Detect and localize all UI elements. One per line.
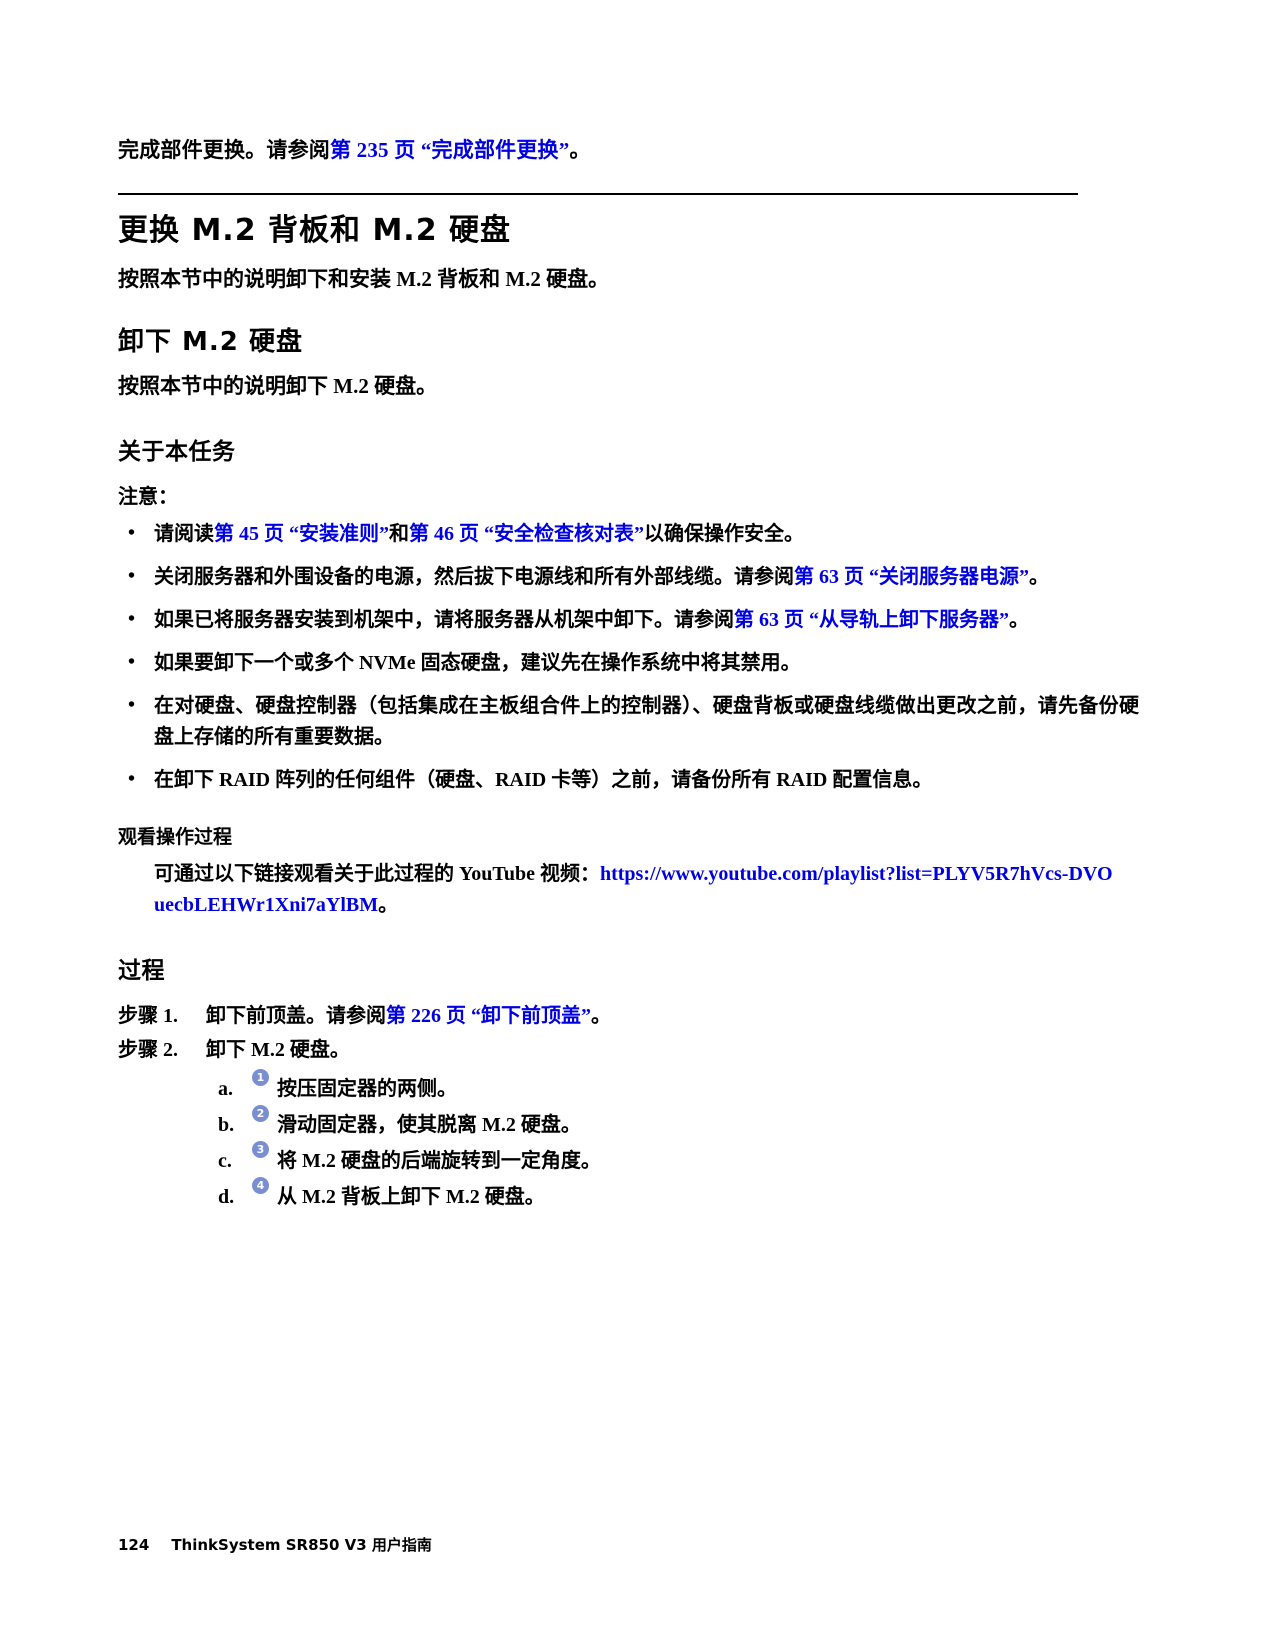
note-item: 如果已将服务器安装到机架中，请将服务器从机架中卸下。请参阅第 63 页 “从导轨… [118, 604, 1139, 636]
text-run: 。 [1009, 609, 1029, 631]
step-text: 卸下前顶盖。请参阅第 226 页 “卸下前顶盖”。 [206, 999, 611, 1033]
attention-notes-list: 请阅读第 45 页 “安装准则”和第 46 页 “安全检查核对表”以确保操作安全… [118, 518, 1139, 796]
substep-row: a. 1 按压固定器的两侧。 [218, 1069, 1118, 1107]
cross-reference-link[interactable]: 第 63 页 “关闭服务器电源” [794, 566, 1029, 588]
text-run: 如果已将服务器安装到机架中，请将服务器从机架中卸下。请参阅 [154, 609, 734, 631]
section-heading: 更换 M.2 背板和 M.2 硬盘 [118, 213, 512, 248]
page-footer: 124 ThinkSystem SR850 V3 用户指南 [118, 1534, 432, 1555]
watch-procedure-heading: 观看操作过程 [118, 827, 233, 848]
section-divider [118, 193, 1078, 195]
substep-text: 滑动固定器，使其脱离 M.2 硬盘。 [277, 1114, 581, 1136]
substep-row: b. 2 滑动固定器，使其脱离 M.2 硬盘。 [218, 1105, 1118, 1143]
step-label: 步骤 2. [118, 1039, 178, 1061]
about-task-heading: 关于本任务 [118, 439, 236, 464]
substep-label: c. [218, 1150, 232, 1172]
text-run: 卸下 M.2 硬盘。 [206, 1039, 350, 1061]
procedure-steps: 步骤 1. 卸下前顶盖。请参阅第 226 页 “卸下前顶盖”。步骤 2. 卸下 M.… [118, 999, 1118, 1215]
attention-label: 注意： [118, 486, 178, 508]
substep-text: 从 M.2 背板上卸下 M.2 硬盘。 [277, 1186, 545, 1208]
video-text-prefix: 可通过以下链接观看关于此过程的 YouTube 视频： [154, 863, 600, 885]
step-text: 卸下 M.2 硬盘。 [206, 1033, 350, 1067]
subsection-description: 按照本节中的说明卸下 M.2 硬盘。 [118, 374, 438, 398]
cross-reference-link[interactable]: 第 63 页 “从导轨上卸下服务器” [734, 609, 1009, 631]
note-item: 如果要卸下一个或多个 NVMe 固态硬盘，建议先在操作系统中将其禁用。 [118, 647, 1139, 679]
intro-prefix: 完成部件更换。请参阅 [118, 138, 330, 162]
page-content: 完成部件更换。请参阅第 235 页 “完成部件更换”。 更换 M.2 背板和 M… [118, 112, 1139, 1215]
substep-label: d. [218, 1186, 235, 1208]
cross-reference-link[interactable]: 第 226 页 “卸下前顶盖” [386, 1005, 591, 1027]
text-run: 。 [591, 1005, 611, 1027]
substep-list: a. 1 按压固定器的两侧。 b. 2 滑动固定器，使其脱离 M.2 硬盘。 c. 3 将 M.… [218, 1069, 1118, 1215]
step-label: 步骤 1. [118, 1005, 178, 1027]
callout-number-icon: 4 [252, 1177, 269, 1194]
callout-number-icon: 1 [252, 1069, 269, 1086]
substep-text: 按压固定器的两侧。 [277, 1078, 457, 1100]
text-run: 卸下前顶盖。请参阅 [206, 1005, 386, 1027]
intro-suffix: 。 [569, 138, 591, 162]
footer-page-number: 124 [118, 1536, 150, 1554]
step-row: 步骤 1. 卸下前顶盖。请参阅第 226 页 “卸下前顶盖”。 [118, 999, 1118, 1033]
substep-row: c. 3 将 M.2 硬盘的后端旋转到一定角度。 [218, 1141, 1118, 1179]
text-run: 以确保操作安全。 [644, 523, 804, 545]
cross-reference-link[interactable]: 第 235 页 “完成部件更换” [330, 138, 570, 162]
video-suffix: 。 [378, 894, 399, 916]
cross-reference-link[interactable]: 第 46 页 “安全检查核对表” [409, 523, 644, 545]
text-run: 如果要卸下一个或多个 NVMe 固态硬盘，建议先在操作系统中将其禁用。 [154, 652, 801, 674]
procedure-heading: 过程 [118, 958, 165, 983]
substep-label: a. [218, 1078, 233, 1100]
text-run: 在对硬盘、硬盘控制器（包括集成在主板组合件上的控制器）、硬盘背板或硬盘线缆做出更… [154, 695, 1139, 748]
note-item: 请阅读第 45 页 “安装准则”和第 46 页 “安全检查核对表”以确保操作安全… [118, 518, 1139, 550]
subsection-heading: 卸下 M.2 硬盘 [118, 327, 303, 357]
text-run: 在卸下 RAID 阵列的任何组件（硬盘、RAID 卡等）之前，请备份所有 RAI… [154, 769, 933, 791]
cross-reference-link[interactable]: 第 45 页 “安装准则” [214, 523, 389, 545]
text-run: 。 [1029, 566, 1049, 588]
note-item: 在对硬盘、硬盘控制器（包括集成在主板组合件上的控制器）、硬盘背板或硬盘线缆做出更… [118, 690, 1139, 753]
substep-text: 将 M.2 硬盘的后端旋转到一定角度。 [277, 1150, 601, 1172]
substep-label: b. [218, 1114, 235, 1136]
intro-paragraph: 完成部件更换。请参阅第 235 页 “完成部件更换”。 [118, 133, 1118, 167]
youtube-playlist-link[interactable]: https://www.youtube.com/playlist?list=PL… [154, 863, 1113, 916]
note-item: 在卸下 RAID 阵列的任何组件（硬盘、RAID 卡等）之前，请备份所有 RAI… [118, 764, 1139, 796]
note-item: 关闭服务器和外围设备的电源，然后拔下电源线和所有外部线缆。请参阅第 63 页 “… [118, 561, 1139, 593]
callout-number-icon: 2 [252, 1105, 269, 1122]
text-run: 请阅读 [154, 523, 214, 545]
section-description: 按照本节中的说明卸下和安装 M.2 背板和 M.2 硬盘。 [118, 267, 610, 291]
step-row: 步骤 2. 卸下 M.2 硬盘。 [118, 1033, 1118, 1067]
substep-row: d. 4 从 M.2 背板上卸下 M.2 硬盘。 [218, 1177, 1118, 1215]
text-run: 和 [389, 523, 409, 545]
video-paragraph: 可通过以下链接观看关于此过程的 YouTube 视频：https://www.y… [154, 859, 1119, 921]
callout-number-icon: 3 [252, 1141, 269, 1158]
text-run: 关闭服务器和外围设备的电源，然后拔下电源线和所有外部线缆。请参阅 [154, 566, 794, 588]
footer-document-title: ThinkSystem SR850 V3 用户指南 [171, 1536, 432, 1554]
